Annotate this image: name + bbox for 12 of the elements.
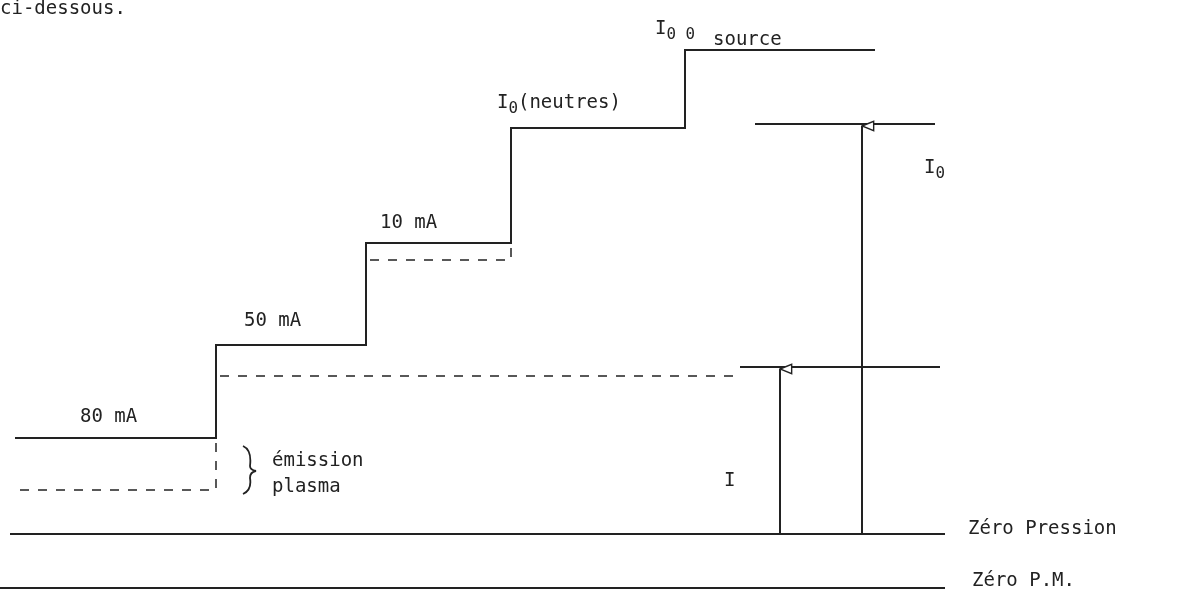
- zero-label: Zéro P.M.: [972, 568, 1075, 590]
- zero-label: Zéro Pression: [968, 516, 1117, 538]
- measure-label: I: [724, 468, 736, 490]
- measure-label: I$_{0}$: [924, 155, 945, 184]
- current-label: 10 mA: [380, 210, 438, 232]
- level-label: source: [713, 27, 782, 49]
- fragment-text: ci-dessous.: [0, 0, 126, 18]
- bracket-label: émission plasma: [272, 447, 365, 498]
- current-label: 80 mA: [80, 404, 138, 426]
- level-label: I$_{0}$(neutres): [497, 90, 621, 119]
- level-label: I$_{0 0}$: [655, 16, 696, 45]
- current-label: 50 mA: [244, 308, 302, 330]
